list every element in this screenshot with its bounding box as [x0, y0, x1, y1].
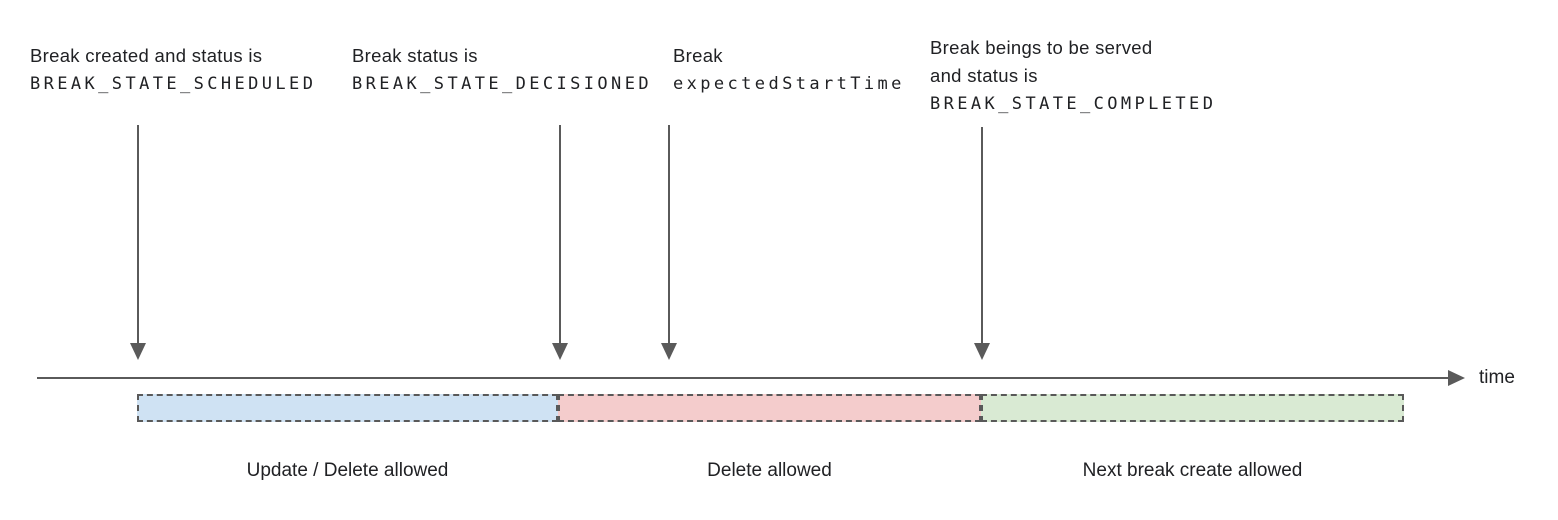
- arrow-shaft: [981, 127, 983, 346]
- segment-label-delete: Delete allowed: [707, 460, 832, 481]
- arrow-down-icon: [974, 343, 990, 360]
- annotation-break-decisioned: Break status is BREAK_STATE_DECISIONED: [352, 42, 652, 98]
- arrow-down-icon: [552, 343, 568, 360]
- event-arrow-scheduled: [130, 125, 146, 360]
- annotation-code: BREAK_STATE_DECISIONED: [352, 74, 652, 94]
- annotation-break-completed: Break beings to be served and status is …: [930, 34, 1216, 118]
- segment-next-break-create-allowed: [981, 394, 1404, 422]
- annotation-text: Break beings to be served: [930, 37, 1153, 58]
- annotation-text: Break created and status is: [30, 45, 263, 66]
- annotation-code: BREAK_STATE_COMPLETED: [930, 94, 1217, 114]
- segment-label-next-break-create: Next break create allowed: [1082, 460, 1303, 481]
- arrow-shaft: [137, 125, 139, 346]
- annotation-text: and status is: [930, 65, 1038, 86]
- annotation-code: expectedStartTime: [673, 74, 905, 94]
- arrow-shaft: [559, 125, 561, 346]
- segment-label-update-delete: Update / Delete allowed: [246, 460, 449, 481]
- segment-delete-allowed: [558, 394, 981, 422]
- event-arrow-completed: [974, 127, 990, 360]
- segment-update-delete-allowed: [137, 394, 558, 422]
- arrow-down-icon: [661, 343, 677, 360]
- annotation-break-scheduled: Break created and status is BREAK_STATE_…: [30, 42, 316, 98]
- timeline-axis-label: time: [1479, 367, 1515, 388]
- annotation-code: BREAK_STATE_SCHEDULED: [30, 74, 317, 94]
- annotation-text: Break: [673, 45, 723, 66]
- event-arrow-decisioned: [552, 125, 568, 360]
- arrow-right-icon: [1448, 370, 1465, 386]
- event-arrow-expected-start: [661, 125, 677, 360]
- annotation-expected-start-time: Break expectedStartTime: [673, 42, 905, 98]
- arrow-down-icon: [130, 343, 146, 360]
- arrow-shaft: [668, 125, 670, 346]
- annotation-text: Break status is: [352, 45, 478, 66]
- timeline-axis: [37, 377, 1448, 379]
